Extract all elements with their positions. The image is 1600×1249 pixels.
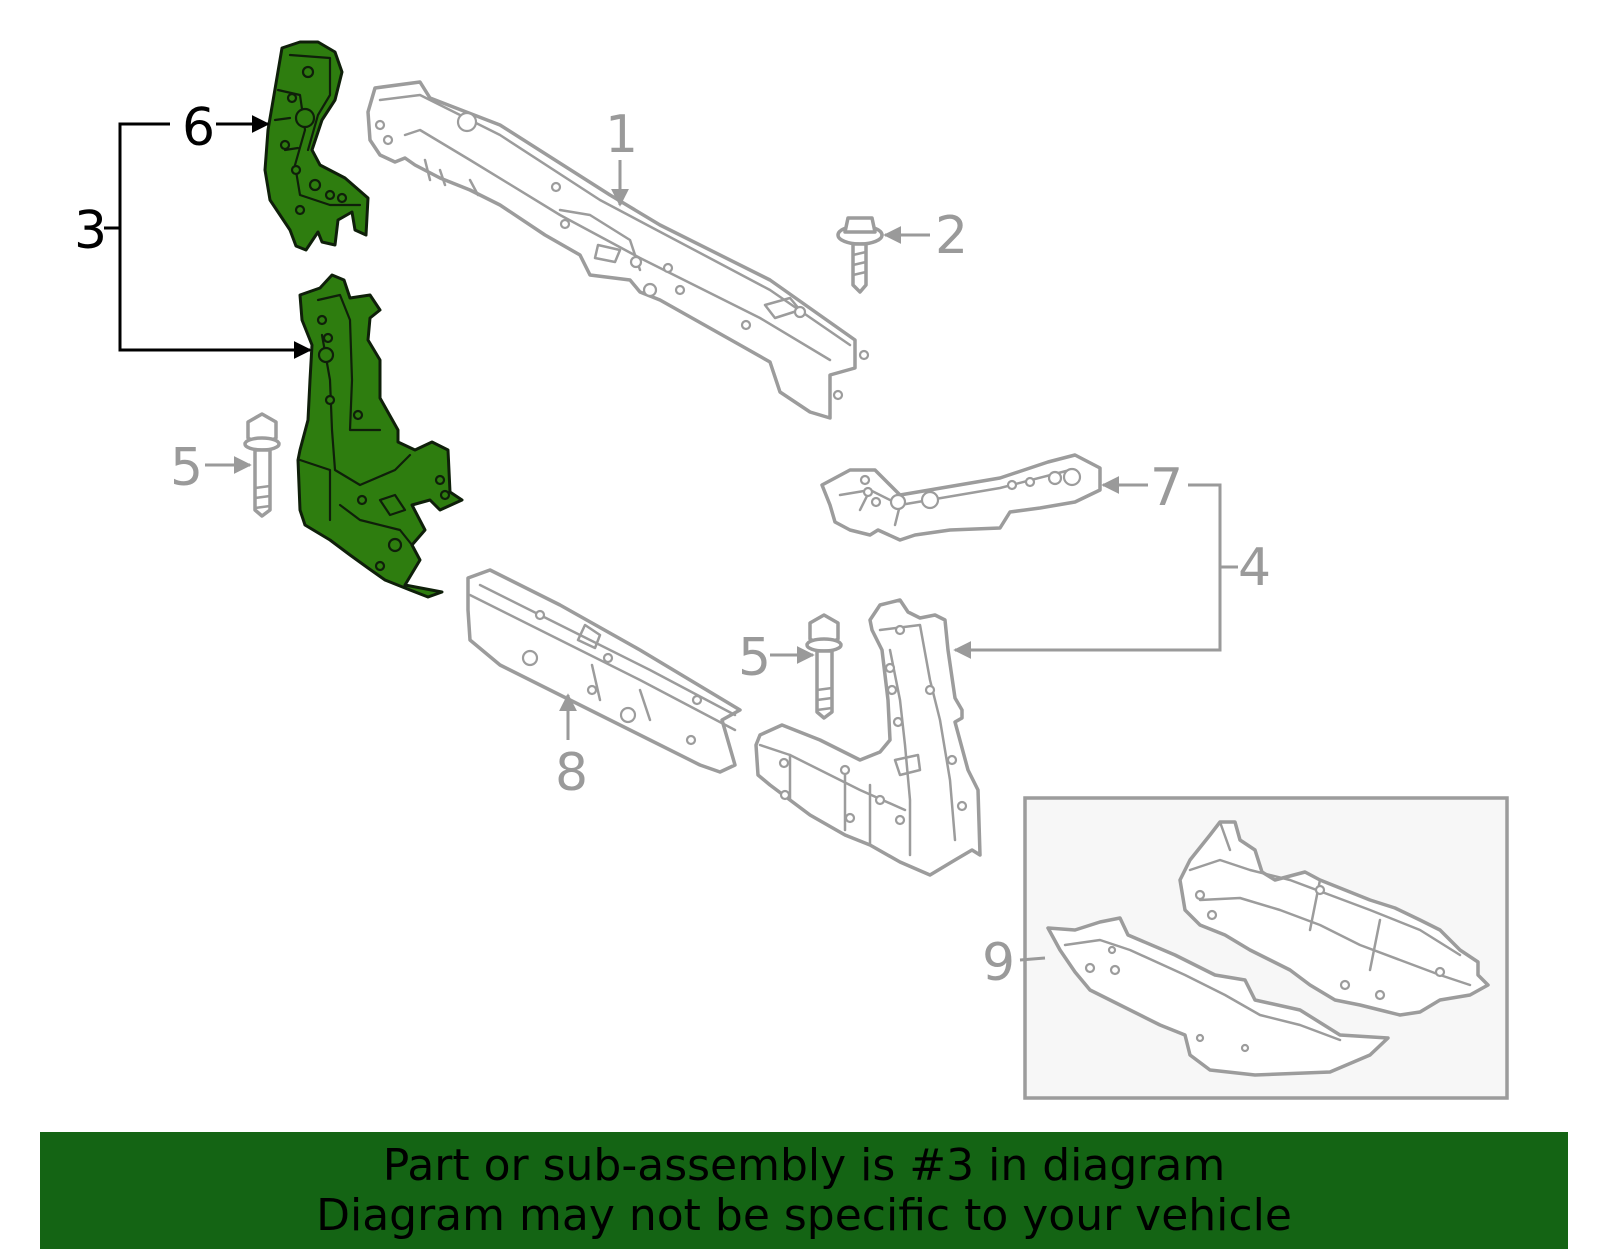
callout-6: 6 (182, 98, 215, 158)
callout-2: 2 (935, 206, 968, 266)
part-3-lower-bracket (296, 273, 464, 599)
part-5-bolt-left (243, 412, 281, 518)
callout-7: 7 (1150, 458, 1183, 518)
undercover-upper (1178, 820, 1490, 1017)
callout-3: 3 (74, 201, 107, 261)
part-8-lower-crossbar (466, 568, 742, 774)
part-9-inset (1023, 796, 1509, 1100)
undercover-lower (1046, 916, 1390, 1077)
callout-8: 8 (555, 743, 588, 803)
callout-1: 1 (605, 105, 638, 165)
banner-line-1: Part or sub-assembly is #3 in diagram (382, 1139, 1226, 1191)
part-4-lower-bracket (754, 598, 982, 877)
part-2-bolt (836, 216, 884, 294)
part-6-upper-bracket (263, 40, 370, 252)
banner-line-2: Diagram may not be specific to your vehi… (316, 1189, 1292, 1241)
callout-5-right: 5 (738, 628, 771, 688)
callout-5-left: 5 (170, 438, 203, 498)
info-banner: Part or sub-assembly is #3 in diagram Di… (40, 1132, 1568, 1249)
part-5-bolt-right (805, 613, 843, 720)
part-1-upper-tie-bar (366, 80, 870, 420)
callout-9: 9 (982, 933, 1015, 993)
callout-4: 4 (1238, 538, 1271, 598)
part-7-upper-bracket (820, 453, 1102, 542)
leader-lines (104, 115, 1238, 962)
